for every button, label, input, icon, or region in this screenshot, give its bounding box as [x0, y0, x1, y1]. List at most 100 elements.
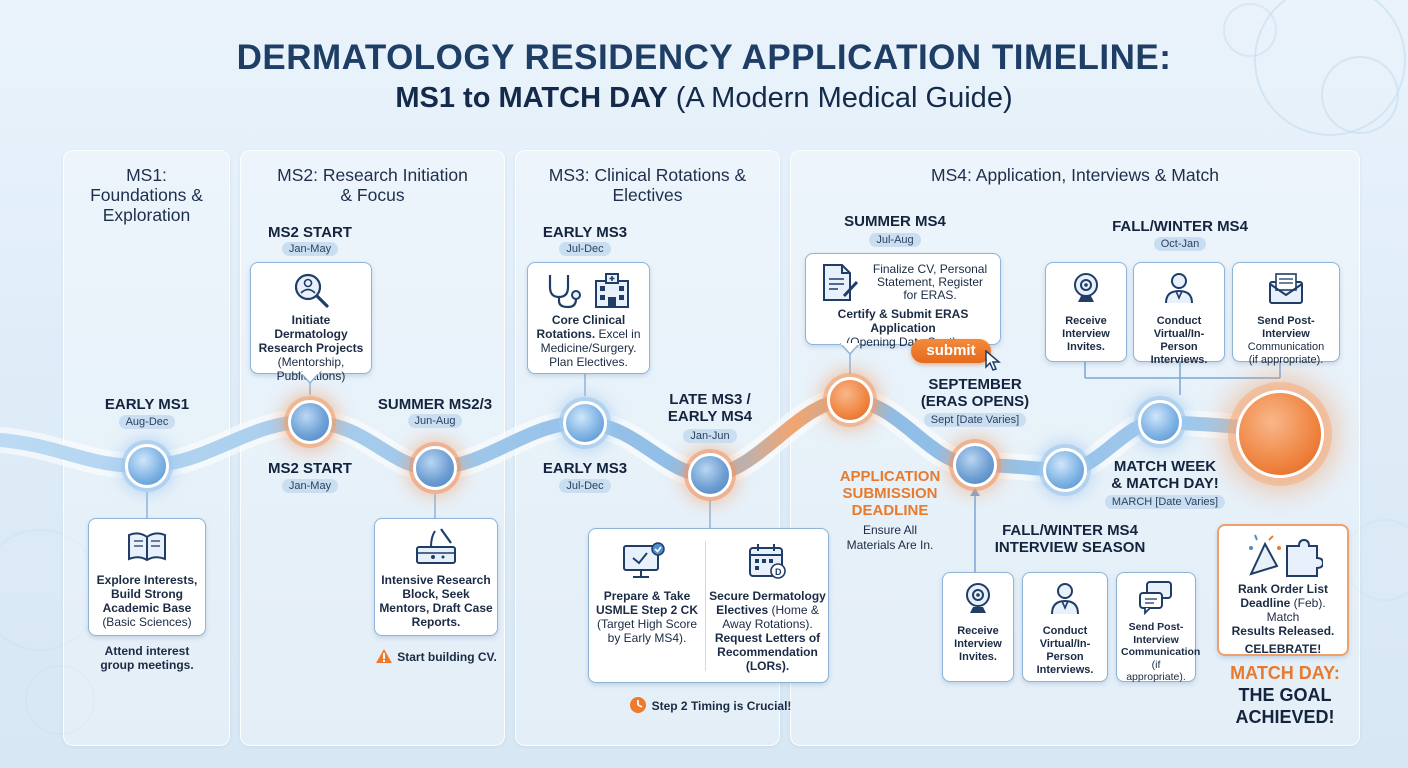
milestone-ms2-start-top-date: Jan-May [250, 242, 370, 256]
node-early-ms3 [563, 401, 607, 445]
summer-card-line3: Mentors, Draft Case [379, 601, 493, 615]
application-deadline: APPLICATION SUBMISSION DEADLINE [839, 468, 941, 519]
step2-line2: USMLE Step 2 CK [595, 603, 698, 617]
ms1-card-line1: Explore Interests, [96, 573, 198, 587]
panel-ms1-title: MS1: Foundations & Exploration [90, 165, 203, 225]
milestone-early-ms3-bottom-date: Jul-Dec [525, 479, 645, 493]
milestone-match-week-title: MATCH WEEK& MATCH DAY! [1111, 458, 1219, 492]
calendar-icon: D [749, 544, 786, 579]
milestone-ms2-start-bottom-title: MS2 START [268, 460, 352, 477]
celebration-puzzle-icon [1249, 534, 1323, 577]
ms3-card-line3: Medicine/Surgery. [540, 341, 637, 355]
node-summer-ms4 [827, 377, 873, 423]
card-pointer [300, 372, 320, 384]
warning-icon [376, 649, 393, 663]
card-eras-submit: Finalize CV, Personal Statement, Registe… [805, 253, 1001, 349]
ms1-card-line4: (Basic Sciences) [102, 615, 192, 629]
milestone-fall-winter-title: FALL/WINTER MS4 [1112, 218, 1248, 235]
milestone-match-week-date: MARCH [Date Varies] [1100, 495, 1230, 509]
node-ms2-start [288, 400, 332, 444]
node-match-day [1236, 390, 1324, 478]
open-book-icon [128, 532, 166, 562]
card-pointer [840, 343, 860, 355]
electives-line5: Recommendation [717, 645, 818, 659]
computer-check-icon [623, 542, 665, 578]
interviewer-icon [1165, 273, 1193, 304]
milestone-summer-ms4-date: Jul-Aug [820, 233, 970, 247]
skin-layer-icon [416, 528, 456, 564]
ms2-card-line2: Research Projects [258, 341, 364, 355]
subtitle-bold: MS1 to MATCH DAY [395, 82, 668, 114]
card-summer-research: Intensive Research Block, Seek Mentors, … [374, 518, 498, 636]
submit-button[interactable]: submit [911, 339, 991, 363]
step2-note: Step 2 Timing is Crucial! [620, 696, 800, 714]
card-ms3-clinical: Core Clinical Rotations. Excel in Medici… [527, 262, 650, 374]
electives-line3: Away Rotations). [722, 617, 813, 631]
hospital-icon [595, 273, 629, 308]
chat-bubbles-icon [1139, 581, 1172, 615]
clock-icon [629, 697, 646, 713]
milestone-september-title: SEPTEMBER(ERAS OPENS) [920, 376, 1030, 410]
milestone-september-date: Sept [Date Varies] [905, 413, 1045, 427]
milestone-early-ms3-top-title: EARLY MS3 [542, 224, 628, 241]
step2-line3: (Target High Score [596, 617, 698, 631]
milestone-ms2-start-top-title: MS2 START [268, 224, 352, 241]
electives-line2b: (Home & [768, 603, 819, 617]
ms1-card-line2: Build Strong [111, 587, 183, 601]
eras-line4: Certify & Submit ERAS Application [837, 307, 969, 335]
card-ms1-explore: Explore Interests, Build Strong Academic… [88, 518, 206, 636]
milestone-early-ms1-title: EARLY MS1 [104, 396, 190, 413]
milestone-summer-ms23-title: SUMMER MS2/3 [377, 396, 493, 413]
ms3-card-line2b: Excel in [595, 327, 641, 341]
ms2-card-line3: (Mentorship, [277, 355, 345, 369]
electives-line4: Request Letters of [714, 631, 821, 645]
ms3-card-line1: Core Clinical [551, 313, 626, 327]
electives-line6: (LORs). [745, 659, 790, 673]
stethoscope-icon [548, 275, 581, 309]
node-september [953, 443, 997, 487]
node-late-ms3 [688, 453, 732, 497]
milestone-fall-winter-date: Oct-Jan [1100, 237, 1260, 251]
summer-note: Start building CV. [370, 648, 502, 664]
panel-ms2-title: MS2: Research Initiation & Focus [277, 165, 468, 205]
webcam-icon [966, 583, 990, 613]
summer-card-line2: Block, Seek [402, 587, 470, 601]
subtitle-rest: (A Modern Medical Guide) [667, 82, 1013, 114]
node-interview-season [1043, 448, 1087, 492]
ms3-card-line2a: Rotations. [536, 327, 596, 341]
panel-ms3-title: MS3: Clinical Rotations & Electives [548, 165, 747, 205]
envelope-letter-icon [1269, 273, 1303, 304]
eras-line1: Finalize CV, Personal [872, 262, 988, 276]
node-match-week [1138, 400, 1182, 444]
card-step2-electives: D Prepare & Take USMLE Step 2 CK (Target… [588, 528, 829, 683]
milestone-summer-ms4-title: SUMMER MS4 [844, 213, 946, 230]
node-early-ms1 [125, 444, 169, 488]
document-pen-icon [823, 264, 859, 301]
match-day-goal: MATCH DAY: THE GOAL ACHIEVED! [1230, 663, 1340, 727]
ms2-card-line1: Initiate Dermatology [274, 313, 348, 341]
milestone-early-ms3-bottom-title: EARLY MS3 [542, 460, 628, 477]
summer-card-line1: Intensive Research [381, 573, 491, 587]
eras-line3: for ERAS. [903, 288, 957, 302]
node-summer-ms23 [413, 446, 457, 490]
card-ms2-research: Initiate Dermatology Research Projects (… [250, 262, 372, 383]
svg-text:D: D [775, 567, 782, 577]
step2-line1: Prepare & Take [603, 589, 691, 603]
milestone-ms2-start-bottom-date: Jan-May [250, 479, 370, 493]
milestone-late-ms3-title: LATE MS3 /EARLY MS4 [667, 391, 753, 425]
interviewer-icon [1051, 583, 1079, 615]
eras-line2: Statement, Register [876, 275, 984, 289]
milestone-summer-ms23-date: Jun-Aug [370, 414, 500, 428]
main-title: DERMATOLOGY RESIDENCY APPLICATION TIMELI… [236, 38, 1172, 77]
cursor-icon [985, 350, 1002, 371]
card-divider [705, 541, 706, 671]
